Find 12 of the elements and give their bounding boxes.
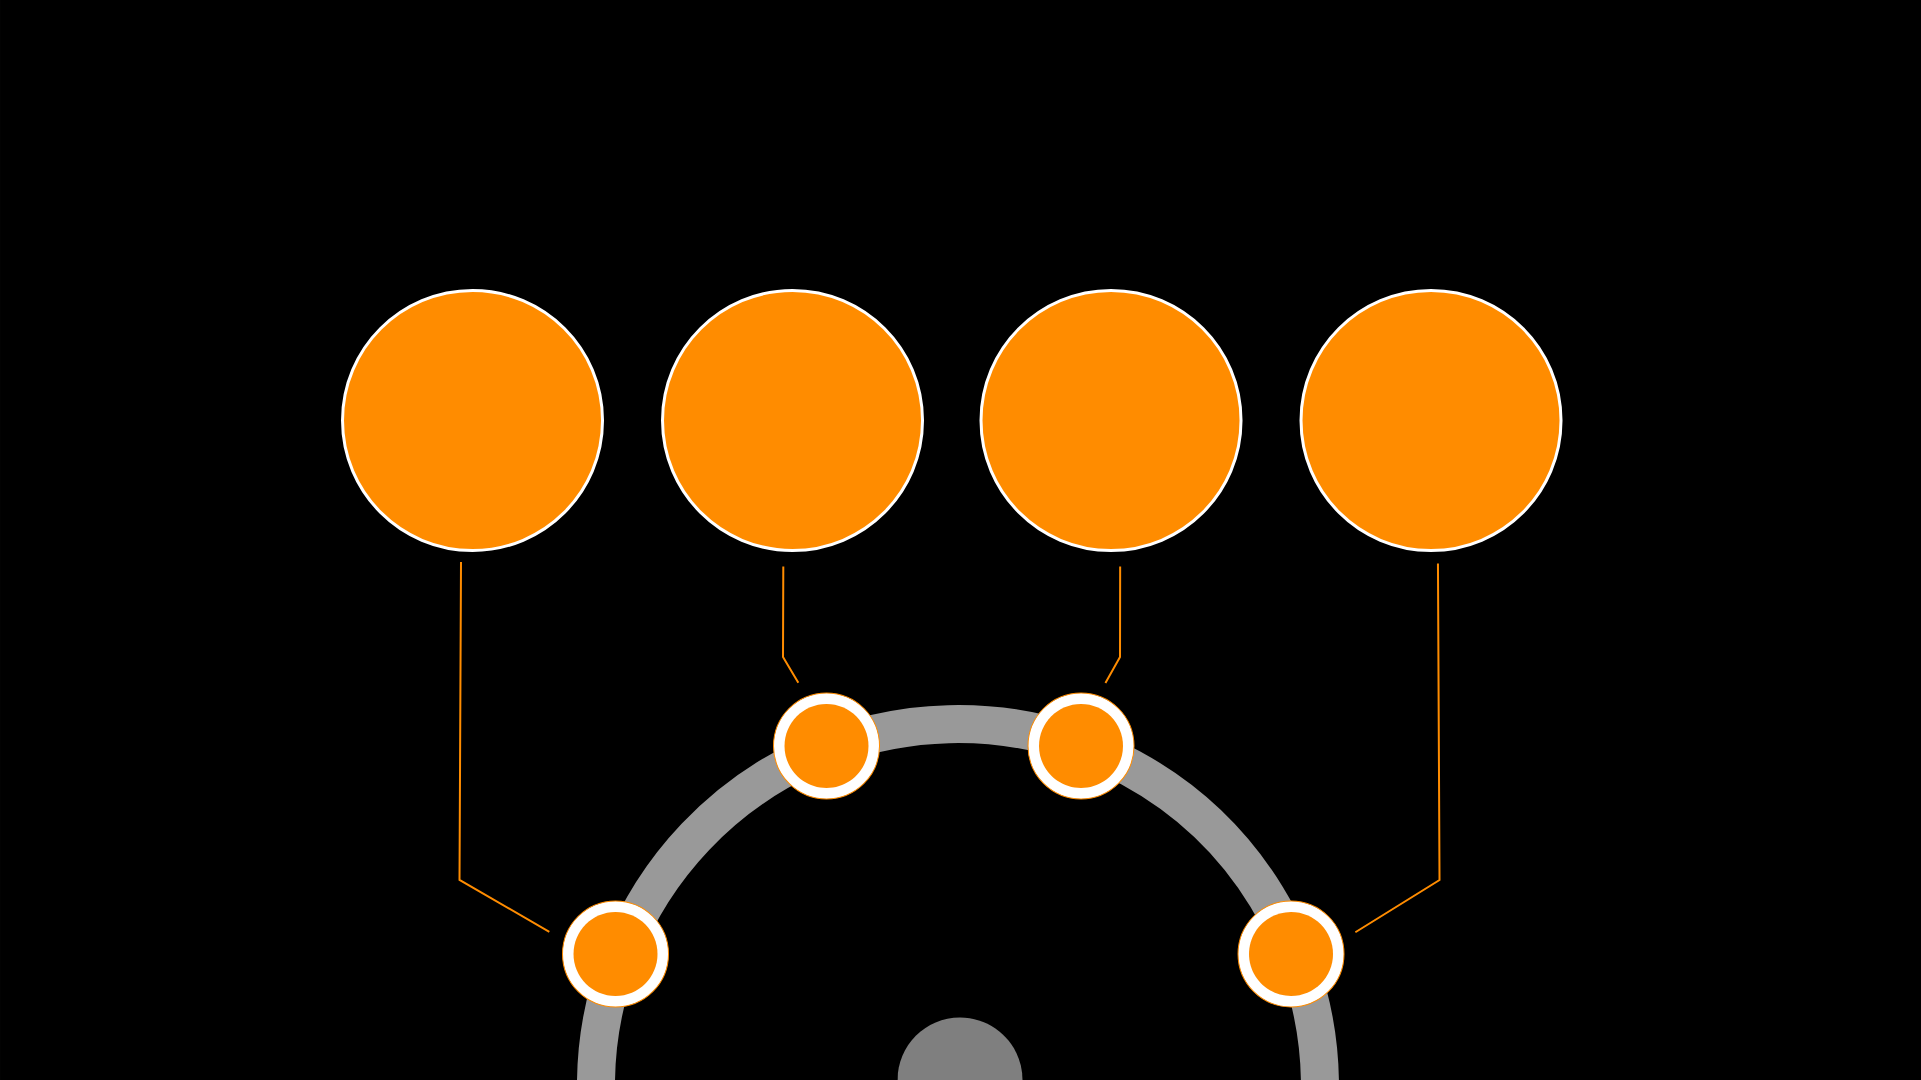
ring-marker bbox=[1027, 692, 1135, 800]
leader-line bbox=[458, 561, 551, 933]
large-circle bbox=[1299, 289, 1563, 552]
leader-line bbox=[782, 565, 800, 684]
large-circle bbox=[979, 289, 1243, 552]
leader-line bbox=[1354, 562, 1441, 934]
large-circle bbox=[661, 289, 924, 552]
leader-line bbox=[1104, 565, 1122, 684]
ring-marker bbox=[1237, 900, 1345, 1008]
ring-marker bbox=[773, 692, 880, 800]
large-circle bbox=[341, 289, 604, 552]
ring-marker bbox=[562, 900, 669, 1008]
